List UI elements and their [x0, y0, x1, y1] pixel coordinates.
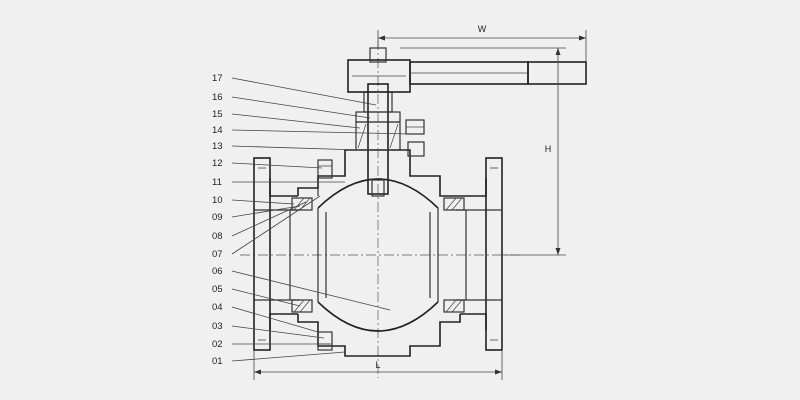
dimension-l-label: L — [375, 360, 380, 370]
part-labels: 17 16 15 14 13 12 11 10 09 08 07 06 05 0… — [212, 73, 411, 367]
part-label-17: 17 — [212, 73, 223, 84]
dimension-h-label: H — [545, 144, 552, 154]
part-label-13: 13 — [212, 141, 223, 152]
part-label-01: 01 — [212, 356, 223, 367]
left-flange — [253, 157, 298, 351]
stem-assembly — [355, 83, 425, 197]
right-flange — [460, 157, 503, 351]
dimension-w: W — [377, 24, 587, 62]
lever-handle — [347, 47, 587, 93]
valve-body — [297, 149, 461, 357]
part-label-06: 06 — [212, 266, 223, 277]
part-label-08: 08 — [212, 231, 223, 242]
dimension-h: H — [400, 47, 566, 256]
part-label-02: 02 — [212, 339, 223, 350]
part-label-11: 11 — [212, 177, 222, 188]
part-label-14: 14 — [212, 125, 223, 136]
part-label-10: 10 — [212, 195, 223, 206]
dimension-l: L — [253, 350, 503, 380]
part-label-04: 04 — [212, 302, 223, 313]
part-label-15: 15 — [212, 109, 223, 120]
part-label-16: 16 — [212, 92, 223, 103]
part-label-05: 05 — [212, 284, 223, 295]
dimension-w-label: W — [478, 24, 487, 34]
part-label-03: 03 — [212, 321, 223, 332]
part-label-12: 12 — [212, 158, 223, 169]
part-label-07: 07 — [212, 249, 223, 260]
part-label-09: 09 — [212, 212, 223, 223]
ball — [317, 178, 439, 332]
